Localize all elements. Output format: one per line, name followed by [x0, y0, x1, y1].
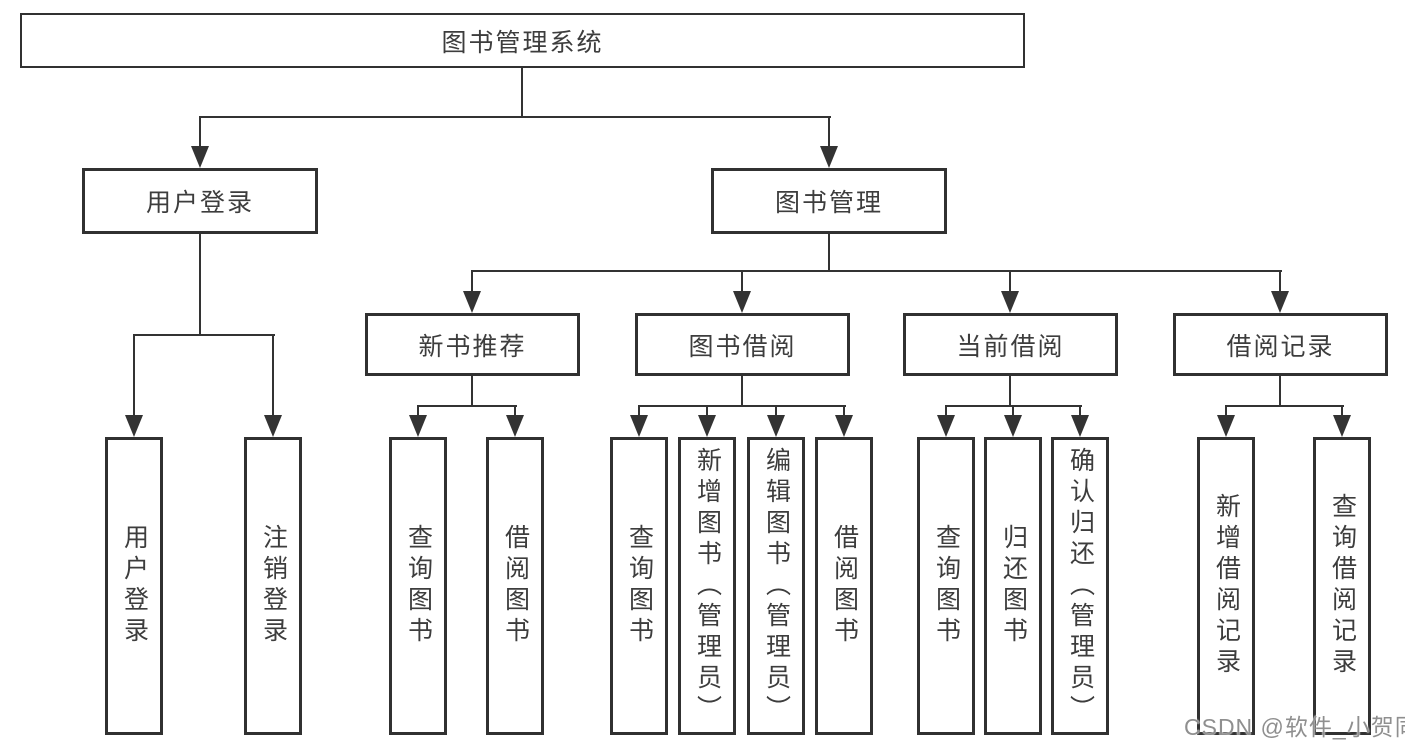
connector-newbook-rail: [417, 405, 517, 407]
connector-drop: [417, 405, 419, 417]
connector-drop: [945, 405, 947, 417]
connector-drop: [638, 405, 640, 417]
node-new-book-recommend: 新书推荐: [365, 313, 580, 376]
connector-drop: [1012, 405, 1014, 417]
connector-drop: [133, 334, 135, 419]
watermark: CSDN @软件_小贺同学: [1184, 714, 1405, 740]
leaf-confirm-return-admin: 确认归还（管理员）: [1051, 437, 1109, 735]
leaf-query-book-2: 查询图书: [610, 437, 668, 735]
arrowhead-down-icon: [506, 415, 524, 437]
connector-root-stem: [521, 68, 523, 118]
connector-borrow-stem: [741, 375, 743, 406]
connector-login-rail: [133, 334, 275, 336]
connector-drop: [1225, 405, 1227, 417]
leaf-query-book: 查询图书: [389, 437, 447, 735]
leaf-label: 新增借阅记录: [1212, 493, 1241, 679]
node-borrow-records: 借阅记录: [1173, 313, 1388, 376]
leaf-query-book-3: 查询图书: [917, 437, 975, 735]
connector-records-rail: [1225, 405, 1344, 407]
leaf-label: 查询图书: [625, 524, 654, 648]
arrowhead-down-icon: [409, 415, 427, 437]
connector-drop: [775, 405, 777, 417]
leaf-label: 用户登录: [120, 524, 149, 648]
connector-manage-stem: [828, 234, 830, 271]
leaf-logout-login: 注销登录: [244, 437, 302, 735]
arrowhead-down-icon: [1333, 415, 1351, 437]
arrowhead-down-icon: [733, 291, 751, 313]
leaf-query-borrow-record: 查询借阅记录: [1313, 437, 1371, 735]
node-library-system: 图书管理系统: [20, 13, 1025, 68]
leaf-label: 查询图书: [932, 524, 961, 648]
arrowhead-down-icon: [767, 415, 785, 437]
node-user-login: 用户登录: [82, 168, 318, 234]
connector-drop: [1341, 405, 1343, 417]
leaf-edit-book-admin: 编辑图书（管理员）: [747, 437, 805, 735]
connector-current-stem: [1009, 375, 1011, 406]
leaf-borrow-book: 借阅图书: [486, 437, 544, 735]
arrowhead-down-icon: [264, 415, 282, 437]
node-book-borrow: 图书借阅: [635, 313, 850, 376]
arrowhead-down-icon: [698, 415, 716, 437]
connector-newbook-stem: [471, 375, 473, 406]
connector-drop: [1079, 405, 1081, 417]
arrowhead-down-icon: [1071, 415, 1089, 437]
connector-drop: [1009, 270, 1011, 295]
arrowhead-down-icon: [820, 146, 838, 168]
arrowhead-down-icon: [1001, 291, 1019, 313]
arrowhead-down-icon: [1217, 415, 1235, 437]
leaf-return-book: 归还图书: [984, 437, 1042, 735]
connector-level3-rail: [471, 270, 1282, 272]
leaf-label: 借阅图书: [830, 524, 859, 648]
arrowhead-down-icon: [125, 415, 143, 437]
leaf-label: 确认归还（管理员）: [1066, 446, 1095, 726]
leaf-label: 借阅图书: [501, 524, 530, 648]
node-current-borrow: 当前借阅: [903, 313, 1118, 376]
arrowhead-down-icon: [1004, 415, 1022, 437]
arrowhead-down-icon: [630, 415, 648, 437]
connector-drop: [514, 405, 516, 417]
connector-drop: [272, 334, 274, 419]
leaf-user-login: 用户登录: [105, 437, 163, 735]
connector-borrow-rail: [638, 405, 846, 407]
connector-drop: [741, 270, 743, 295]
connector-drop: [706, 405, 708, 417]
connector-drop: [843, 405, 845, 417]
arrowhead-down-icon: [463, 291, 481, 313]
node-book-management: 图书管理: [711, 168, 947, 234]
connector-drop: [828, 116, 830, 148]
leaf-borrow-book-2: 借阅图书: [815, 437, 873, 735]
leaf-add-book-admin: 新增图书（管理员）: [678, 437, 736, 735]
connector-drop: [199, 116, 201, 148]
leaf-label: 新增图书（管理员）: [693, 446, 722, 726]
leaf-label: 编辑图书（管理员）: [762, 446, 791, 726]
connector-drop: [1279, 270, 1281, 295]
leaf-add-borrow-record: 新增借阅记录: [1197, 437, 1255, 735]
leaf-label: 查询图书: [404, 524, 433, 648]
leaf-label: 归还图书: [999, 524, 1028, 648]
connector-records-stem: [1279, 375, 1281, 406]
leaf-label: 查询借阅记录: [1328, 493, 1357, 679]
arrowhead-down-icon: [1271, 291, 1289, 313]
arrowhead-down-icon: [937, 415, 955, 437]
connector-login-stem: [199, 234, 201, 335]
connector-drop: [471, 270, 473, 295]
leaf-label: 注销登录: [259, 524, 288, 648]
connector-level2-rail: [199, 116, 831, 118]
arrowhead-down-icon: [835, 415, 853, 437]
arrowhead-down-icon: [191, 146, 209, 168]
